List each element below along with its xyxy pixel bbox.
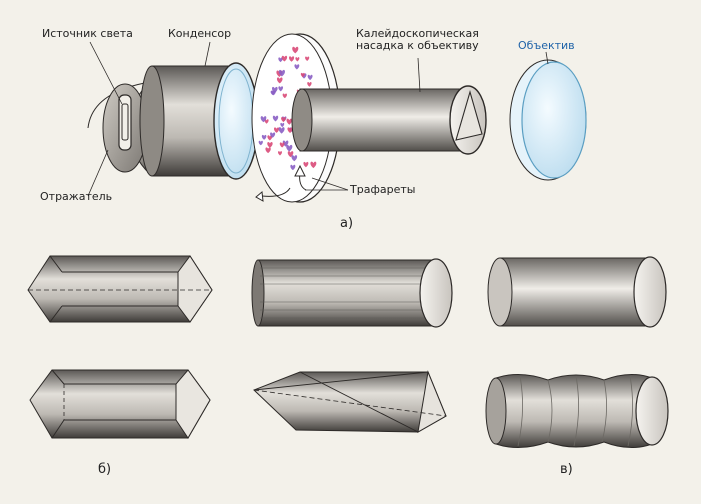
leader-lines	[87, 41, 549, 197]
stencil-mark	[278, 127, 285, 134]
stencil-mark	[307, 74, 313, 81]
stencil-mark	[276, 77, 283, 84]
stencil-mark	[278, 151, 283, 156]
stencil-mark	[267, 141, 273, 148]
stencil-mark	[300, 72, 305, 78]
kaleidoscope-tube	[291, 85, 487, 155]
stencil-mark	[281, 55, 288, 62]
stencil-mark	[294, 64, 300, 70]
stencil-mark	[273, 127, 280, 133]
stencil-mark	[303, 161, 309, 168]
stencil-mark	[278, 69, 285, 77]
label-objective: Объектив	[518, 39, 575, 52]
stencil-mark	[272, 115, 279, 122]
stencil-mark	[264, 119, 269, 124]
stencil-mark	[290, 164, 296, 171]
objective-lens	[509, 59, 587, 181]
stencil-mark	[265, 147, 271, 154]
stencil-mark	[280, 122, 285, 128]
stencil-mark	[261, 134, 267, 140]
label-attachment: Калейдоскопическая насадка к объективу	[356, 27, 479, 52]
label-reflector: Отражатель	[40, 190, 113, 203]
condenser-cylinder	[139, 62, 259, 180]
stencil-mark	[260, 116, 267, 123]
stencil-mark	[258, 140, 263, 146]
stencil-mark	[286, 144, 293, 152]
stencil-mark	[287, 127, 293, 134]
stencil-mark	[267, 135, 273, 141]
label-light-source: Источник света	[42, 27, 133, 40]
stencil-mark	[286, 118, 293, 125]
stencil-mark	[310, 161, 317, 169]
caption-b: б)	[98, 462, 112, 477]
stencil-mark	[281, 117, 286, 123]
stencil-mark	[282, 93, 287, 99]
prism-hexagonal-top	[27, 255, 213, 323]
stencil-mark	[292, 46, 299, 54]
stencil-mark	[278, 57, 283, 63]
tube-crinkled	[485, 374, 669, 448]
stencil-mark	[295, 57, 300, 62]
prism-hexagonal-bottom	[29, 369, 211, 439]
stencil-mark	[279, 142, 285, 148]
stencil-mark	[288, 56, 295, 62]
label-condenser: Конденсор	[168, 27, 232, 40]
prism-twisted	[253, 370, 447, 433]
stencil-mark	[270, 132, 276, 138]
stencil-mark	[305, 56, 310, 62]
label-stencils: Трафареты	[350, 183, 416, 196]
cylinder-ribbed	[251, 258, 453, 328]
rotation-arrows	[255, 164, 307, 202]
caption-a: а)	[340, 216, 354, 231]
stencil-mark	[278, 86, 284, 92]
tube-smooth	[487, 256, 667, 328]
stencil-mark	[270, 90, 275, 96]
stencil-mark	[307, 82, 312, 87]
caption-v: в)	[560, 462, 573, 477]
stencil-mark	[291, 155, 298, 162]
